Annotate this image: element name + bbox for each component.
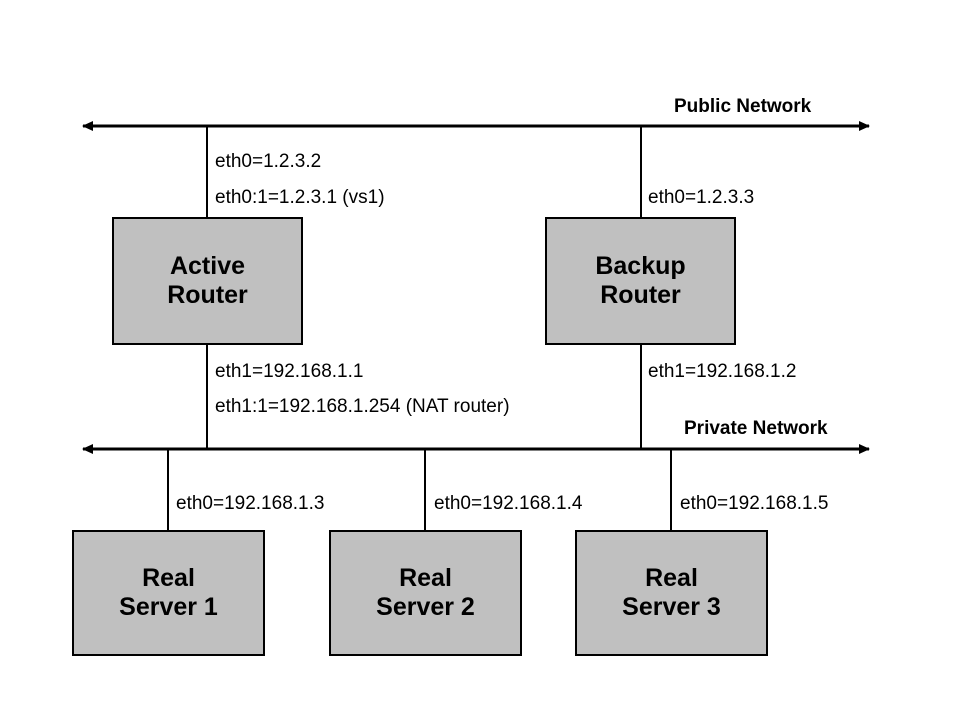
active-router-eth1-label: eth1=192.168.1.1 [215, 361, 364, 382]
backup-router-eth1-label: eth1=192.168.1.2 [648, 361, 797, 382]
backup-router-label-line1: Backup [595, 251, 686, 280]
real-server-1-label-line2: Server 1 [119, 593, 218, 621]
real-server-1-eth0-label: eth0=192.168.1.3 [176, 493, 325, 514]
public-network-label: Public Network [674, 96, 812, 117]
active-router-eth0-1-label: eth0:1=1.2.3.1 (vs1) [215, 187, 385, 208]
active-router-node[interactable]: Active Router [112, 217, 303, 345]
active-router-eth0-label: eth0=1.2.3.2 [215, 151, 322, 172]
real-server-1-node[interactable]: Real Server 1 [72, 530, 265, 656]
real-server-2-label-line1: Real [399, 563, 452, 592]
real-server-1-label-line1: Real [142, 563, 195, 592]
active-router-label-line2: Router [167, 281, 248, 309]
backup-router-node[interactable]: Backup Router [545, 217, 736, 345]
backup-router-label-line2: Router [600, 281, 681, 309]
real-server-2-eth0-label: eth0=192.168.1.4 [434, 493, 583, 514]
active-router-eth1-1-label: eth1:1=192.168.1.254 (NAT router) [215, 396, 510, 417]
real-server-3-label-line1: Real [645, 563, 698, 592]
real-server-3-eth0-label: eth0=192.168.1.5 [680, 493, 829, 514]
real-server-3-label-line2: Server 3 [622, 593, 721, 621]
real-server-3-node[interactable]: Real Server 3 [575, 530, 768, 656]
real-server-2-node[interactable]: Real Server 2 [329, 530, 522, 656]
private-network-label: Private Network [684, 418, 828, 439]
backup-router-eth0-label: eth0=1.2.3.3 [648, 187, 755, 208]
active-router-label-line1: Active [169, 251, 246, 280]
real-server-2-label-line2: Server 2 [376, 593, 475, 621]
